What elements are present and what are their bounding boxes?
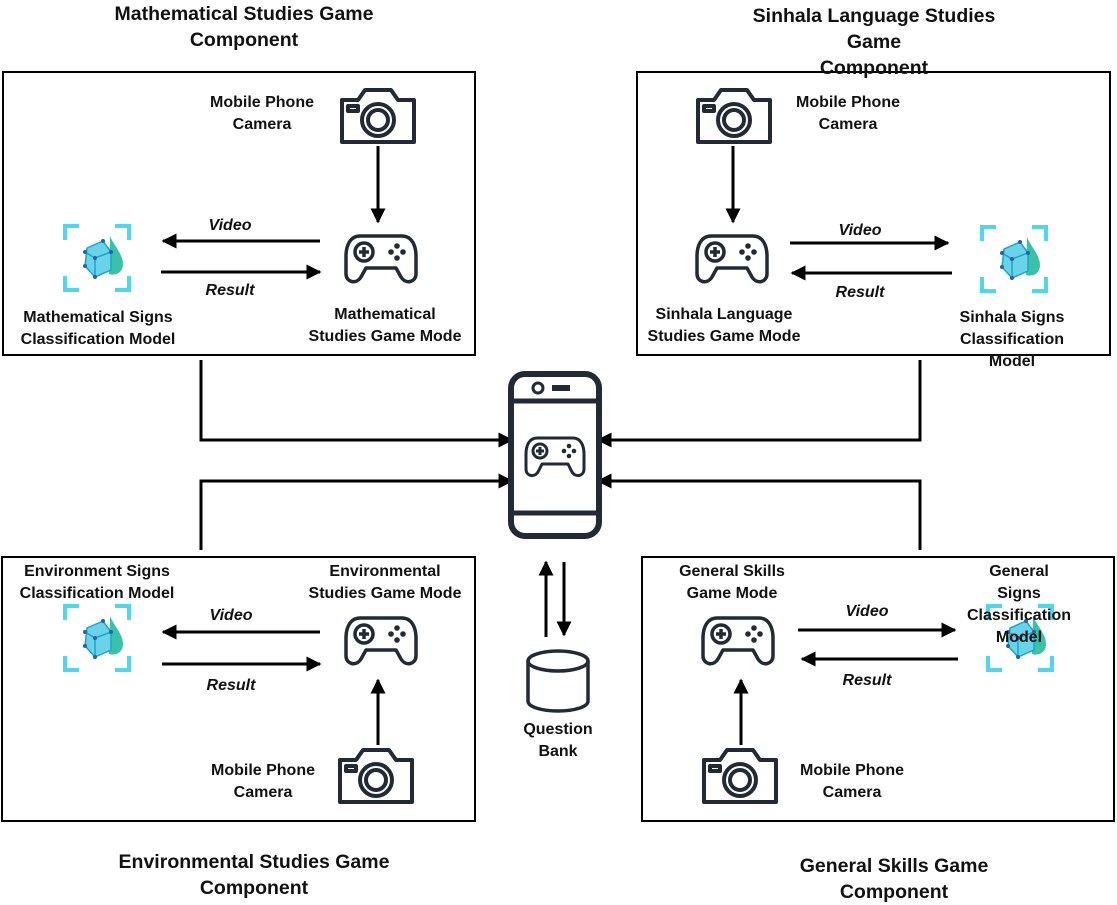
ml-model-icon	[980, 225, 1048, 293]
math-camera-label: Mobile Phone Camera	[210, 94, 314, 133]
sinhala-component-box	[636, 71, 1111, 356]
general-component-box	[641, 556, 1115, 822]
camera-icon	[338, 748, 414, 804]
environment-video-label: Video	[209, 607, 253, 624]
environment-component-title: Environmental Studies Game Component	[118, 851, 390, 899]
environment-game-mode-label: Environmental Studies Game Mode	[308, 563, 462, 602]
question-bank-label: Question Bank	[523, 721, 593, 760]
environment-model-label: Environment Signs Classification Model	[19, 563, 175, 602]
math-video-label: Video	[208, 217, 252, 234]
sinhala-component-title: Sinhala Language Studies Game Component	[752, 5, 996, 79]
gamepad-icon	[701, 616, 775, 666]
camera-icon	[702, 748, 778, 804]
database-icon	[526, 649, 590, 713]
mobile-phone-icon	[508, 371, 602, 539]
sinhala-game-mode-label: Sinhala Language Studies Game Mode	[647, 306, 801, 345]
camera-icon	[340, 88, 416, 144]
gamepad-icon	[695, 234, 769, 284]
math-component-title: Mathematical Studies Game Component	[114, 3, 374, 51]
general-component-title: General Skills Game Component	[799, 855, 989, 903]
camera-icon	[696, 88, 772, 144]
general-game-mode-label: General Skills Game Mode	[679, 563, 785, 602]
sinhala-camera-label: Mobile Phone Camera	[796, 94, 900, 133]
ml-model-icon	[63, 604, 131, 672]
gamepad-icon	[344, 616, 418, 666]
environment-component-box	[1, 556, 476, 822]
sinhala-model-label: Sinhala Signs Classification Model	[959, 309, 1065, 370]
ml-model-icon	[63, 224, 131, 292]
general-video-label: Video	[845, 603, 889, 620]
sinhala-video-label: Video	[838, 222, 882, 239]
general-camera-label: Mobile Phone Camera	[800, 762, 904, 801]
environment-camera-label: Mobile Phone Camera	[211, 762, 315, 801]
ml-model-icon	[986, 604, 1054, 672]
math-to-phone-connector	[199, 360, 514, 448]
environment-to-phone-connector	[199, 473, 514, 550]
math-game-mode-label: Mathematical Studies Game Mode	[308, 306, 462, 345]
sinhala-to-phone-connector	[596, 360, 922, 448]
gamepad-icon	[344, 234, 418, 284]
math-component-box	[2, 71, 476, 356]
general-model-label: General Signs Classification Model	[966, 563, 1072, 646]
sinhala-result-label: Result	[835, 284, 885, 301]
math-result-label: Result	[205, 282, 255, 299]
general-to-phone-connector	[596, 473, 922, 550]
math-model-label: Mathematical Signs Classification Model	[20, 309, 176, 348]
environment-result-label: Result	[206, 677, 256, 694]
general-result-label: Result	[842, 672, 892, 689]
